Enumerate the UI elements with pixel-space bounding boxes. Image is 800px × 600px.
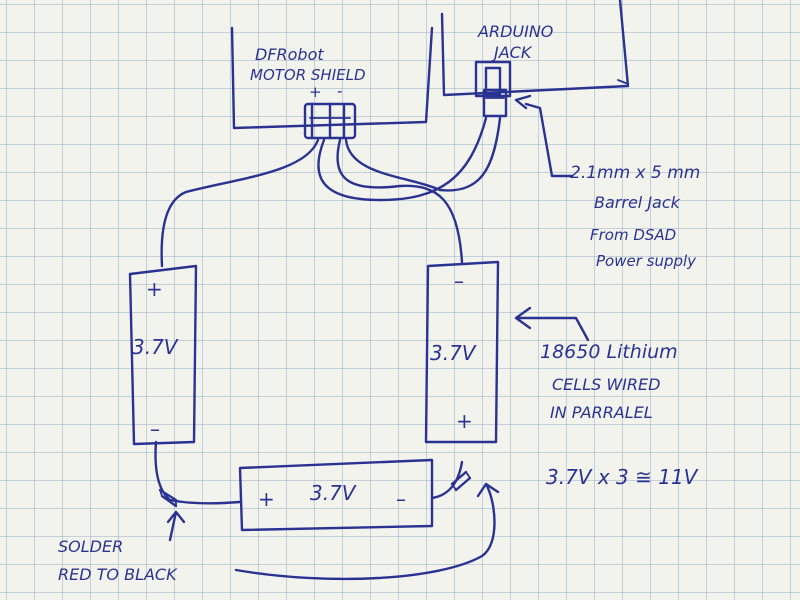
cells-arrow: [514, 306, 590, 342]
motor-shield-label-line1: DFRobot: [255, 45, 324, 64]
solder-label-line1: SOLDER: [58, 537, 123, 556]
battery-bottom-voltage: 3.7V: [310, 481, 357, 505]
barrel-jack-label-line1: 2.1mm x 5 mm: [570, 163, 700, 183]
barrel-jack-arrow: [514, 94, 574, 178]
cells-label-line1: 18650 Lithium: [540, 341, 678, 363]
cells-label-line2: CELLS WIRED: [552, 375, 660, 394]
battery-bottom-plus-sign: +: [258, 487, 275, 511]
wire-shield-plus-to-left-battery: [160, 138, 320, 268]
wire-shield-to-barrel-jack-a: [317, 116, 488, 202]
arduino-board-outline: [440, 0, 630, 97]
wire-left-battery-to-bottom-battery: [154, 440, 242, 505]
wire-bottom-battery-to-right-battery: [430, 460, 464, 500]
battery-right-plus-sign: +: [456, 409, 473, 433]
voltage-equation: 3.7V x 3 ≅ 11V: [546, 465, 699, 489]
solder-joint-left: [158, 488, 178, 508]
battery-left-minus-sign: –: [150, 417, 160, 441]
cells-label-line3: IN PARRALEL: [550, 403, 653, 422]
solder-arrow-right: [234, 482, 500, 581]
battery-left-plus-sign: +: [146, 277, 163, 301]
solder-label-line2: RED TO BLACK: [58, 565, 178, 584]
battery-cell-bottom: [238, 458, 434, 532]
battery-right-voltage: 3.7V: [430, 341, 477, 365]
shield-plus-label: +: [309, 83, 322, 101]
arduino-label-line2: JACK: [491, 43, 533, 62]
battery-cell-left: [128, 264, 198, 446]
battery-cell-right: [424, 260, 500, 444]
wire-shield-minus-to-right-battery: [336, 138, 464, 264]
arduino-label-line1: ARDUINO: [477, 22, 553, 41]
motor-shield-label-line2: MOTOR SHIELD: [250, 66, 366, 84]
barrel-jack-label-line2: Barrel Jack: [594, 193, 681, 212]
solder-joint-right: [450, 470, 472, 492]
wire-shield-to-barrel-jack-b: [344, 116, 502, 192]
battery-bottom-minus-sign: –: [396, 487, 406, 511]
barrel-jack-label-line3: From DSAD: [590, 226, 676, 244]
shield-terminal-connector: [303, 102, 357, 140]
shield-minus-label: -: [337, 82, 342, 100]
barrel-jack-plug: [482, 88, 508, 118]
battery-left-voltage: 3.7V: [132, 335, 179, 359]
arduino-board-corner: [617, 79, 629, 85]
arduino-jack-body: [474, 60, 512, 98]
barrel-jack-label-line4: Power supply: [596, 252, 697, 270]
battery-right-minus-sign: –: [454, 269, 464, 293]
solder-arrow-left: [166, 510, 186, 542]
